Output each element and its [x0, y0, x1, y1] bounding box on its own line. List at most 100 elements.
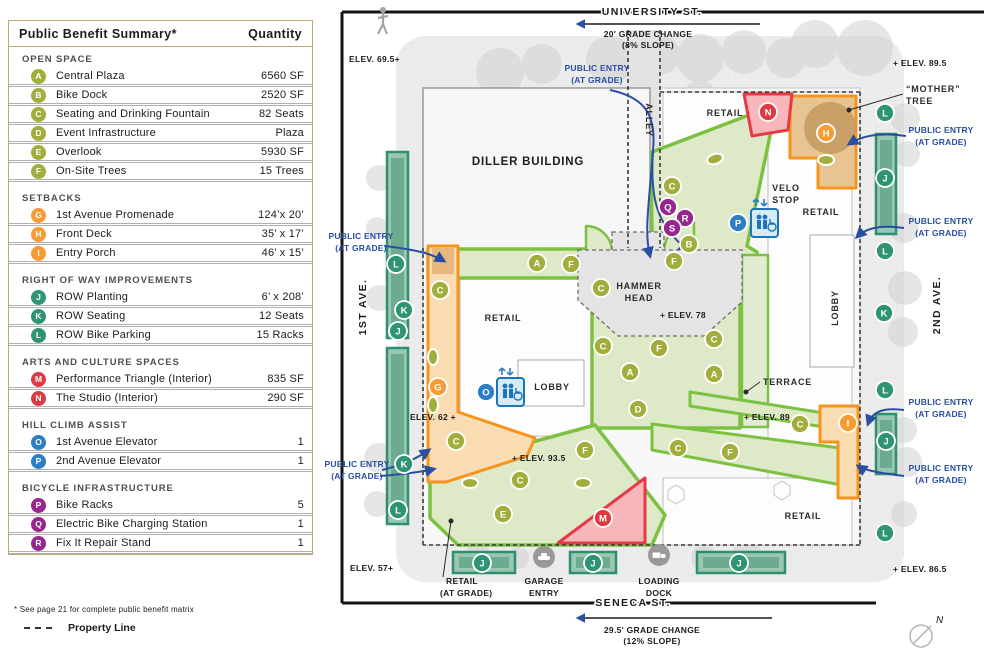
svg-text:L: L [882, 108, 888, 119]
benefit-label: Bike Racks [56, 499, 114, 511]
benefit-label: Event Infrastructure [56, 127, 156, 139]
benefit-marker-icon: H [31, 226, 46, 242]
diller-building-label: DILLER BUILDING [472, 156, 584, 168]
benefit-qty: 12 Seats [258, 310, 304, 322]
pedestrian-icon [377, 7, 389, 35]
svg-text:F: F [727, 447, 733, 458]
svg-text:C: C [675, 443, 682, 454]
map-marker-c: C [668, 438, 688, 458]
svg-text:P: P [735, 218, 742, 229]
svg-text:F: F [582, 445, 588, 456]
map-marker-c: C [662, 176, 682, 196]
benefit-marker-icon: I [31, 245, 46, 261]
elev-93-5: + ELEV. 93.5 [512, 453, 566, 463]
diller-building [422, 87, 651, 253]
benefit-marker-icon: D [31, 125, 46, 141]
svg-text:H: H [823, 128, 830, 139]
benefit-qty: 2520 SF [261, 89, 304, 101]
svg-text:K: K [881, 308, 888, 319]
svg-text:E: E [500, 509, 506, 520]
retail-label-top: RETAIL [707, 108, 744, 118]
pavement-hexagons [667, 480, 791, 505]
svg-text:J: J [736, 558, 741, 569]
svg-text:J: J [395, 326, 400, 337]
map-marker-f: F [575, 440, 595, 460]
benefit-label: 1st Avenue Promenade [56, 209, 175, 221]
map-marker-j: J [388, 321, 408, 341]
benefit-qty: 6’ x 208’ [261, 291, 304, 303]
map-marker-l: L [875, 241, 895, 261]
benefit-marker-icon: P [31, 453, 46, 469]
public-entry-label: PUBLIC ENTRY [325, 459, 390, 469]
svg-text:L: L [882, 385, 888, 396]
property-line [422, 30, 861, 546]
section-heading: SETBACKS [22, 193, 82, 204]
map-marker-l: L [875, 380, 895, 400]
section-heading: OPEN SPACE [22, 54, 93, 65]
svg-text:J: J [883, 436, 888, 447]
svg-text:L: L [882, 246, 888, 257]
map-marker-j: J [875, 168, 895, 188]
svg-text:M: M [599, 513, 607, 524]
svg-text:F: F [671, 256, 677, 267]
hammer-head-label-2: HEAD [625, 293, 654, 303]
retail-label-west: RETAIL [485, 313, 522, 323]
benefit-label: Entry Porch [56, 247, 116, 259]
svg-text:A: A [711, 369, 718, 380]
grade-change-top-slope: (8% SLOPE) [622, 40, 674, 50]
map-marker-n: N [758, 102, 778, 122]
property-line-legend: Property Line [24, 622, 136, 634]
map-marker-r: R [675, 208, 695, 228]
elev-89: + ELEV. 89 [744, 412, 790, 422]
benefit-qty: 124’x 20’ [258, 209, 304, 221]
section-heading: HILL CLIMB ASSIST [22, 420, 128, 431]
map-marker-c: C [510, 470, 530, 490]
map-marker-f: F [649, 338, 669, 358]
public-entry-label: PUBLIC ENTRY [565, 63, 630, 73]
svg-text:C: C [797, 419, 804, 430]
loading-dock-label-1: LOADING [638, 576, 679, 586]
elev-62: ELEV. 62 + [410, 412, 456, 422]
map-marker-c: C [446, 431, 466, 451]
benefit-marker-icon: M [31, 371, 46, 387]
university-st-label: UNIVERSITY ST. [602, 6, 703, 18]
section-heading: RIGHT OF WAY IMPROVEMENTS [22, 275, 193, 286]
benefit-marker-icon: O [31, 434, 46, 450]
elev-78: + ELEV. 78 [660, 310, 706, 320]
benefit-marker-icon: K [31, 308, 46, 324]
panel-title: Public Benefit Summary* [19, 27, 177, 41]
benefit-marker-icon: A [31, 68, 46, 84]
map-marker-l: L [386, 254, 406, 274]
map-marker-i: I [838, 413, 858, 433]
garage-entry-label-2: ENTRY [529, 588, 559, 598]
garage-entry-icon [533, 546, 555, 568]
svg-text:F: F [568, 259, 574, 270]
benefit-qty: 35’ x 17’ [261, 228, 304, 240]
public-entry-label: PUBLIC ENTRY [909, 463, 974, 473]
svg-text:R: R [682, 213, 689, 224]
garage-entry-label-1: GARAGE [524, 576, 563, 586]
svg-text:J: J [882, 173, 887, 184]
svg-text:C: C [437, 285, 444, 296]
public-entry-label: (AT GRADE) [331, 471, 382, 481]
map-marker-f: F [561, 254, 581, 274]
lobby-label-east: LOBBY [830, 290, 840, 326]
map-marker-c: C [430, 280, 450, 300]
svg-text:Q: Q [664, 202, 671, 213]
southeast-retail-building [662, 477, 853, 546]
svg-text:J: J [590, 558, 595, 569]
map-marker-j: J [876, 431, 896, 451]
benefit-marker-icon: J [31, 289, 46, 305]
benefit-label: The Studio (Interior) [56, 392, 159, 404]
map-marker-f: F [664, 251, 684, 271]
